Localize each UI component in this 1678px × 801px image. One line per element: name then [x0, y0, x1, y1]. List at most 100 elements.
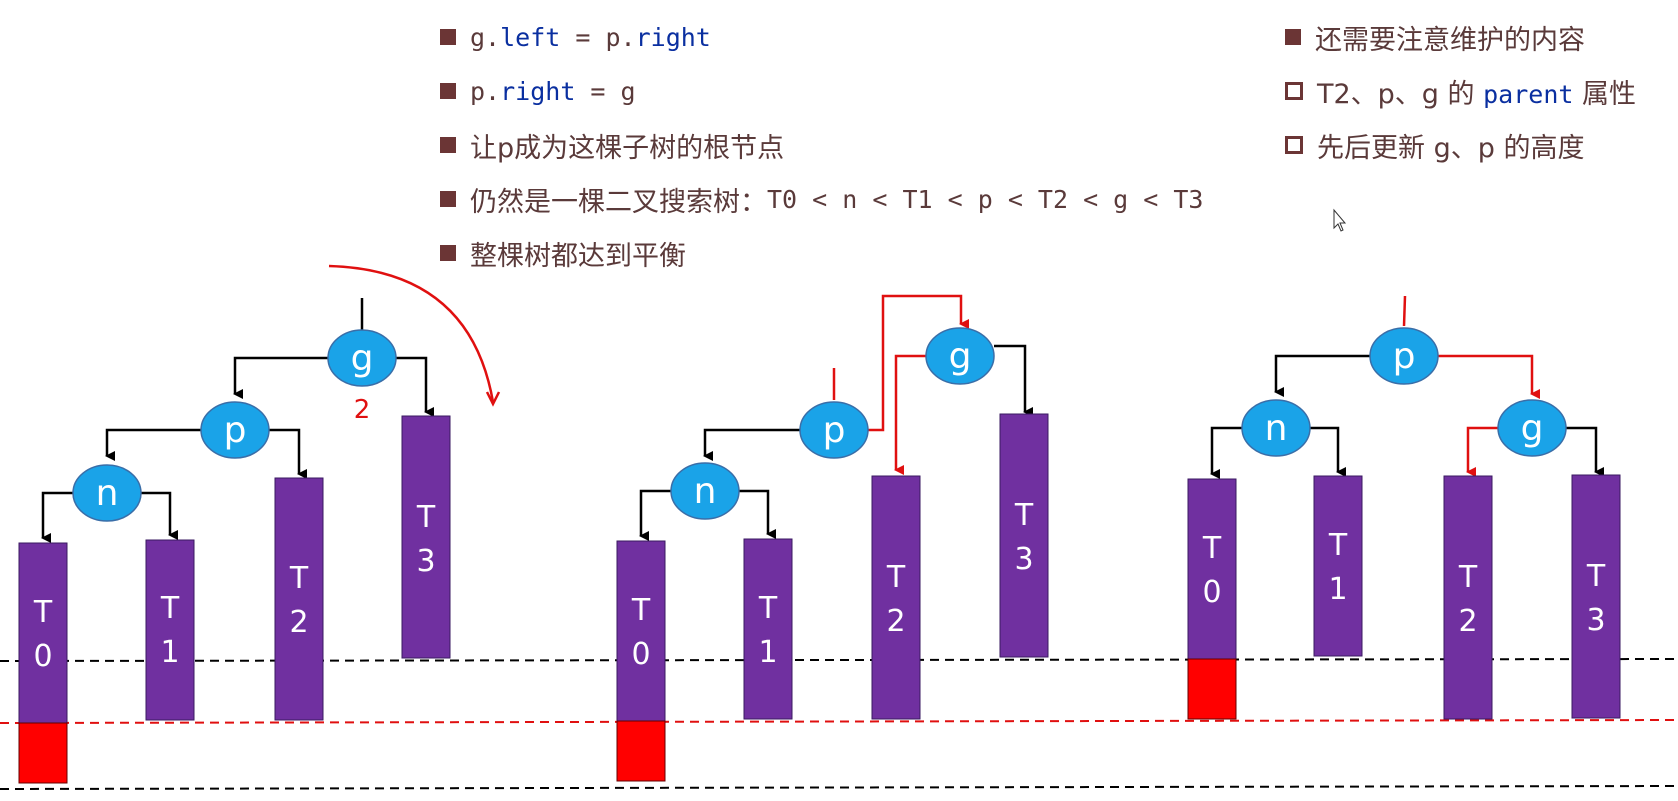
subtree-label: T	[758, 591, 778, 626]
node-n	[1241, 399, 1311, 457]
bullet-text: 仍然是一棵二叉搜索树：	[470, 186, 767, 218]
node-n	[670, 462, 740, 520]
subtree-label: 2	[1458, 604, 1477, 639]
subtree-label: 3	[1014, 542, 1033, 577]
subtree-label: T	[886, 560, 906, 595]
subtree-label: 1	[758, 635, 777, 670]
rotation-arrow	[328, 264, 495, 403]
subtree-t1	[145, 539, 195, 721]
subtree-t3	[999, 413, 1049, 658]
overflow-block	[18, 722, 68, 784]
bullet-square-icon	[440, 191, 456, 207]
subtree-label: T	[33, 595, 53, 630]
code-line: g.left = p.right	[470, 23, 711, 52]
bullet-hollow-square-icon	[1285, 82, 1303, 100]
node-g	[327, 329, 397, 387]
subtree-label: T	[1328, 528, 1348, 563]
subtree-t3	[1571, 474, 1621, 719]
node-g	[1497, 399, 1567, 457]
overflow-block	[1187, 658, 1237, 720]
subtree-t0	[18, 542, 68, 724]
diagram-after-rotation: T 0 T 1 T 2 T 3 p n g	[1187, 295, 1621, 720]
node-n	[72, 464, 142, 522]
subtree-t2	[871, 475, 921, 720]
bullet-balanced: 整棵树都达到平衡	[440, 226, 1204, 280]
rotation-arrow-head	[485, 391, 501, 407]
subtree-label: T	[1458, 560, 1478, 595]
bullet-height: 先后更新 g、p 的高度	[1285, 118, 1636, 172]
bullet-maintain: 还需要注意维护的内容	[1285, 10, 1636, 64]
node-label: g	[351, 338, 374, 379]
node-p	[1369, 327, 1439, 385]
subtree-label: 0	[33, 639, 52, 674]
code-token: parent	[1483, 79, 1574, 109]
subtree-t2	[1443, 475, 1493, 720]
subtree-label: 0	[631, 637, 650, 672]
subtree-label: T	[1586, 559, 1606, 594]
subtree-label: T	[416, 500, 436, 535]
bst-order: T0 < n < T1 < p < T2 < g < T3	[767, 184, 1204, 214]
subtree-label: 0	[1202, 575, 1221, 610]
level-line-red	[0, 719, 1678, 724]
subtree-label: T	[1014, 498, 1034, 533]
balance-factor: 2	[354, 395, 371, 425]
level-line-top	[0, 658, 1678, 662]
text-token: 属性	[1573, 78, 1637, 110]
code-token: right	[635, 22, 711, 52]
node-p	[799, 401, 869, 459]
subtree-label: 1	[160, 635, 179, 670]
overflow-block	[616, 720, 666, 782]
diagram-before-rotation: T 0 T 1 T 2 T 3 g 2 p n	[18, 264, 501, 784]
subtree-t1	[743, 538, 793, 720]
bullet-text: T2、p、g 的 parent 属性	[1317, 72, 1636, 111]
subtree-label: T	[289, 561, 309, 596]
code-token: = g	[575, 76, 636, 106]
subtree-label: T	[1202, 531, 1222, 566]
bullet-square-icon	[440, 137, 456, 153]
bullet-hollow-square-icon	[1285, 136, 1303, 154]
bullet-root: 让p成为这棵子树的根节点	[440, 118, 1204, 172]
bullet-parent-attr: T2、p、g 的 parent 属性	[1285, 64, 1636, 118]
subtree-label: T	[631, 593, 651, 628]
code-token: right	[500, 76, 576, 106]
code-token: left	[500, 22, 561, 52]
bullet-text: 整棵树都达到平衡	[470, 240, 686, 272]
bullet-square-icon	[440, 83, 456, 99]
node-label: n	[96, 473, 119, 514]
node-label: n	[694, 471, 717, 512]
mouse-cursor-icon	[1333, 208, 1347, 232]
diagram-during-rotation: T 0 T 1 T 2 T 3 g p n	[616, 294, 1049, 782]
subtree-t2	[274, 477, 324, 721]
bullet-text: 先后更新 g、p 的高度	[1317, 132, 1585, 164]
bullet-square-icon	[1285, 29, 1301, 45]
bullet-bst: 仍然是一棵二叉搜索树： T0 < n < T1 < p < T2 < g < T…	[440, 172, 1204, 226]
bullet-list-left: g.left = p.right p.right = g 让p成为这棵子树的根节…	[440, 10, 1204, 280]
bullet-list-right: 还需要注意维护的内容 T2、p、g 的 parent 属性 先后更新 g、p 的…	[1285, 10, 1636, 172]
text-token: T2、p、g 的	[1317, 78, 1484, 110]
code-token: = p.	[560, 22, 636, 52]
bullet-text: 让p成为这棵子树的根节点	[470, 132, 785, 164]
bullet-square-icon	[440, 29, 456, 45]
node-label: p	[224, 410, 247, 451]
node-label: n	[1265, 408, 1288, 449]
bullet-p-right: p.right = g	[440, 64, 1204, 118]
node-label: g	[949, 336, 972, 377]
node-label: p	[823, 410, 846, 451]
subtree-t3	[401, 415, 451, 659]
subtree-label: T	[160, 591, 180, 626]
subtree-label: 3	[416, 544, 435, 579]
node-g	[925, 327, 995, 385]
node-label: g	[1521, 408, 1544, 449]
bullet-square-icon	[440, 245, 456, 261]
subtree-label: 2	[289, 605, 308, 640]
level-line-bottom	[0, 785, 1678, 790]
subtree-t0	[1187, 478, 1237, 660]
node-p	[200, 401, 270, 459]
node-label: p	[1393, 336, 1416, 377]
code-token: p.	[470, 76, 501, 106]
bullet-g-left: g.left = p.right	[440, 10, 1204, 64]
code-line: p.right = g	[470, 77, 636, 106]
subtree-t0	[616, 540, 666, 722]
subtree-t1	[1313, 475, 1363, 657]
